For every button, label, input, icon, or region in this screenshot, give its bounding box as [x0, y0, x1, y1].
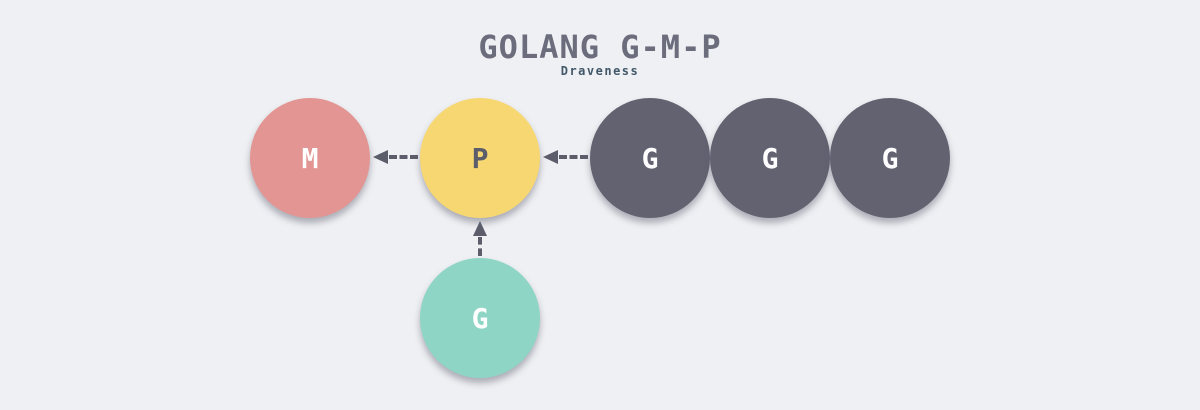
arrow-gq-to-p-head-icon: [473, 221, 487, 236]
diagram-title: GOLANG G-M-P: [478, 28, 722, 66]
node-goroutine-3: G: [830, 98, 950, 218]
node-goroutine-runnable-label: G: [471, 301, 489, 335]
node-goroutine-2: G: [710, 98, 830, 218]
arrow-g-to-p-head-icon: [543, 150, 558, 164]
diagram-subtitle: Draveness: [560, 64, 640, 78]
node-goroutine-1: G: [590, 98, 710, 218]
arrow-g-to-p-line: [559, 155, 588, 159]
node-machine-m-label: M: [301, 141, 319, 175]
node-goroutine-runnable: G: [420, 258, 540, 378]
arrow-p-to-m-head-icon: [373, 150, 388, 164]
arrow-gq-to-p-line: [478, 237, 482, 256]
node-goroutine-1-label: G: [641, 141, 659, 175]
node-machine-m: M: [250, 98, 370, 218]
node-processor-p-label: P: [471, 141, 489, 175]
node-goroutine-2-label: G: [761, 141, 779, 175]
arrow-p-to-m-line: [389, 155, 418, 159]
node-processor-p: P: [420, 98, 540, 218]
node-goroutine-3-label: G: [881, 141, 899, 175]
